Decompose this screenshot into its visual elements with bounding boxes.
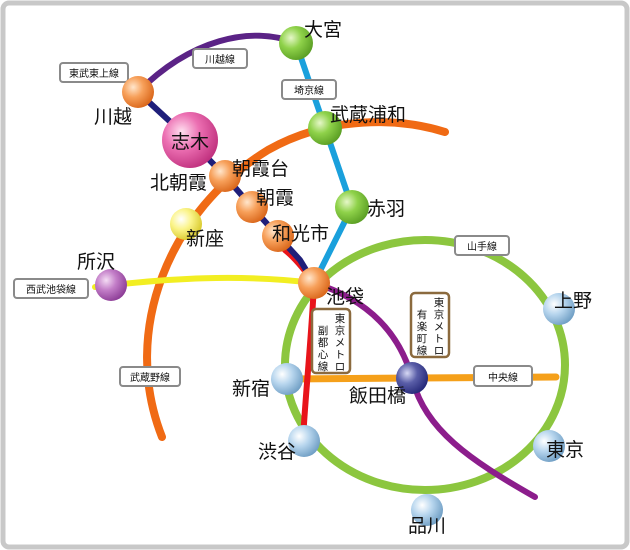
vertical-char: 線 (318, 360, 329, 373)
label-iidabashi: 飯田橋 (349, 385, 406, 407)
vertical-char: ロ (335, 361, 346, 373)
svg-text:西武池袋線: 西武池袋線 (26, 283, 76, 296)
station-niiza[interactable] (170, 208, 202, 240)
vertical-char: メ (434, 321, 445, 333)
vertical-char: 京 (335, 324, 346, 337)
station-shinjuku[interactable] (271, 363, 303, 395)
label-ikebukuro: 池袋 (326, 286, 364, 308)
svg-text:川越線: 川越線 (205, 53, 235, 66)
tag-seibu-ikebukuro-line: 西武池袋線 (13, 278, 89, 299)
label-kawagoe: 川越 (94, 106, 132, 128)
station-kawagoe[interactable] (122, 76, 154, 108)
svg-text:武蔵野線: 武蔵野線 (130, 371, 170, 384)
seibu-ikebukuro-line-path (92, 274, 317, 290)
station-shibuya[interactable] (288, 425, 320, 457)
vertical-char: 東 (335, 312, 346, 325)
label-ueno: 上野 (554, 290, 592, 312)
station-kita-asaka[interactable] (209, 160, 241, 192)
vertical-char: ト (434, 333, 445, 345)
station-wakoshi[interactable] (262, 220, 294, 252)
vertical-char: ト (335, 349, 346, 361)
svg-text:中央線: 中央線 (488, 371, 518, 384)
svg-text:埼京線: 埼京線 (294, 84, 324, 97)
vertical-char: 楽 (417, 320, 428, 333)
musashino-line-path (143, 118, 449, 441)
vertical-char: 心 (318, 349, 329, 361)
label-kita-asaka: 北朝霞 (150, 172, 207, 194)
station-shiki[interactable] (162, 112, 218, 168)
tag-yamanote-line: 山手線 (454, 235, 510, 256)
vertical-char: 京 (434, 308, 445, 321)
vertical-char: 町 (417, 333, 428, 345)
label-shinagawa: 品川 (408, 515, 446, 537)
tag-chuo-line: 中央線 (473, 365, 533, 387)
vertical-char: 副 (318, 325, 329, 337)
label-shiki: 志木 (171, 131, 209, 153)
label-asaka: 朝霞 (256, 187, 294, 209)
tag-saikyo-line: 埼京線 (281, 79, 337, 100)
label-niiza: 新座 (186, 228, 224, 250)
svg-text:山手線: 山手線 (467, 240, 497, 253)
station-ueno[interactable] (543, 293, 575, 325)
station-asaka[interactable] (236, 191, 268, 223)
station-shinagawa[interactable] (411, 494, 443, 526)
label-shibuya: 渋谷 (258, 441, 296, 463)
label-akabane: 赤羽 (367, 198, 405, 220)
vertical-char: 東 (434, 296, 445, 309)
vertical-char: ロ (434, 345, 445, 357)
kawagoe-line-path (135, 32, 299, 95)
station-akabane[interactable] (335, 190, 369, 224)
station-tokorozawa[interactable] (95, 269, 127, 301)
label-omiya: 大宮 (304, 19, 342, 41)
station-musashi-urawa[interactable] (308, 111, 342, 145)
station-omiya[interactable] (279, 26, 313, 60)
label-musashi-urawa: 武蔵浦和 (330, 104, 406, 126)
vertical-char: メ (335, 337, 346, 349)
tag-musashino-line: 武蔵野線 (119, 366, 181, 387)
vertical-char: 有 (417, 308, 428, 321)
svg-text:東武東上線: 東武東上線 (69, 67, 119, 80)
label-tokyo: 東京 (546, 439, 584, 461)
station-tokyo[interactable] (533, 430, 565, 462)
label-asakadai: 朝霞台 (232, 158, 289, 180)
label-wakoshi: 和光市 (272, 223, 329, 245)
label-tokorozawa: 所沢 (77, 251, 115, 273)
vertical-char: 線 (417, 344, 428, 357)
vertical-char: 都 (318, 337, 329, 349)
station-iidabashi[interactable] (396, 362, 428, 394)
tag-tobu-tojo-line: 東武東上線 (59, 62, 129, 83)
tag-kawagoe-line: 川越線 (192, 48, 248, 69)
label-shinjuku: 新宿 (232, 378, 270, 400)
station-ikebukuro[interactable] (298, 267, 330, 299)
